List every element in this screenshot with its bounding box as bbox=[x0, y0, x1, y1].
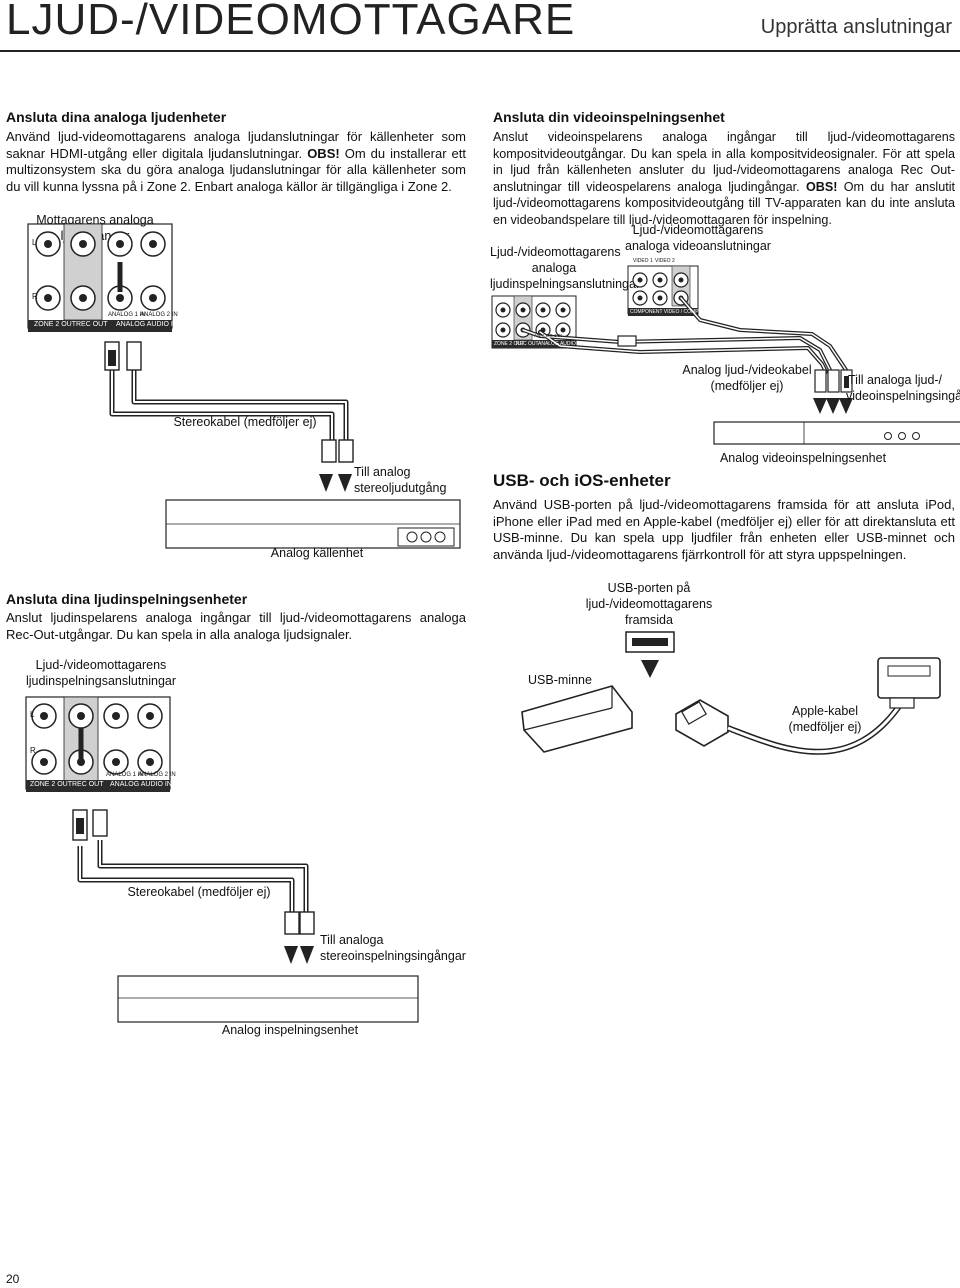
jack-label-r: R bbox=[32, 292, 38, 301]
diagram3-cable-label: Analog ljud-/videokabel (medföljer ej) bbox=[682, 363, 812, 393]
receiver-panel-2 bbox=[25, 696, 171, 792]
diagram4-port-label: USB-porten på ljud-/videomottagarens fra… bbox=[585, 581, 713, 627]
panel3-label-video2: VIDEO 2 bbox=[655, 258, 675, 264]
header-rule bbox=[0, 50, 960, 52]
heading-video-recording: Ansluta din videoinspelningsenhet bbox=[493, 109, 725, 125]
usb-stick bbox=[521, 685, 633, 753]
panel2-label-analog-audio-in: ANALOG AUDIO IN bbox=[110, 781, 172, 788]
panel-label-analog1: ANALOG 1 IN bbox=[108, 312, 146, 318]
analog-recorder-device bbox=[117, 975, 419, 1023]
page-number: 20 bbox=[6, 1272, 20, 1286]
panel-label-zone2: ZONE 2 OUT bbox=[34, 321, 77, 328]
jack-label-l-2: L bbox=[30, 710, 35, 719]
panel3-label-video1: VIDEO 1 bbox=[633, 258, 653, 264]
paragraph-analog-audio: Använd ljud-videomottagarens analoga lju… bbox=[6, 129, 467, 194]
diagram1-to-label: Till analog stereoljudutgång bbox=[354, 465, 447, 495]
receiver-panel-1 bbox=[27, 223, 173, 332]
diagram3-device-label: Analog videoinspelningsenhet bbox=[719, 451, 887, 465]
panel-label-analog2: ANALOG 2 IN bbox=[140, 312, 178, 318]
analog-source-device bbox=[165, 499, 461, 549]
panel3-label-analog-audio-in: ANALOG AUDIO IN bbox=[538, 341, 583, 347]
diagram2-to-label: Till analoga stereoinspelningsingångar bbox=[320, 933, 466, 963]
panel2-label-analog2: ANALOG 2 IN bbox=[138, 772, 176, 778]
heading-usb-ios: USB- och iOS-enheter bbox=[493, 471, 671, 490]
diagram3-to-label: Till analoga ljud-/ videoinspelningsingå… bbox=[846, 373, 960, 403]
paragraph-audio-recording: Anslut ljudinspelarens analoga ingångar … bbox=[6, 610, 466, 642]
diagram2-cable-label: Stereokabel (medföljer ej) bbox=[127, 885, 271, 899]
receiver-video-panel bbox=[627, 265, 699, 316]
diagram3-video-label: Ljud-/videomottagarens analoga videoansl… bbox=[625, 223, 771, 253]
page-title: LJUD-/VIDEOMOTTAGARE bbox=[6, 0, 576, 44]
diagram2-device-label: Analog inspelningsenhet bbox=[221, 1023, 359, 1037]
panel2-label-recout: REC OUT bbox=[72, 781, 104, 788]
panel3-label-component: COMPONENT VIDEO / COMPOSITE bbox=[630, 309, 714, 315]
apple-cable-connector bbox=[675, 657, 941, 755]
heading-audio-recording: Ansluta dina ljudinspelningsenheter bbox=[6, 591, 248, 607]
diagram3-audio-label: Ljud-/videomottagarens analoga ljudinspe… bbox=[490, 245, 641, 291]
panel3-label-recout: REC OUT bbox=[516, 341, 539, 347]
jack-label-r-2: R bbox=[30, 746, 36, 755]
section-title: Upprätta anslutningar bbox=[760, 16, 952, 38]
paragraph-video-recording: Anslut videoinspelarens analoga ingångar… bbox=[493, 130, 955, 227]
panel2-label-analog1: ANALOG 1 IN bbox=[106, 772, 144, 778]
jack-label-l: L bbox=[32, 238, 37, 247]
heading-analog-audio: Ansluta dina analoga ljudenheter bbox=[6, 109, 227, 125]
diagram1-device-label: Analog källenhet bbox=[270, 546, 364, 560]
video-recorder-device bbox=[713, 421, 960, 445]
usb-stick-label: USB-minne bbox=[528, 673, 592, 687]
paragraph-usb-ios: Använd USB-porten på ljud-/videomottagar… bbox=[493, 497, 955, 562]
apple-cable-label: Apple-kabel (medföljer ej) bbox=[788, 704, 862, 734]
diagram1-cable-label: Stereokabel (medföljer ej) bbox=[173, 415, 317, 429]
panel-label-recout: REC OUT bbox=[76, 321, 108, 328]
panel3-label-zone2: ZONE 2 OUT bbox=[494, 341, 525, 347]
panel3-label-analog1: ANALOG 1 IN bbox=[534, 333, 563, 338]
panel-label-analog-audio-in: ANALOG AUDIO IN bbox=[116, 321, 178, 328]
diagram2-receiver-label: Ljud-/videomottagarens ljudinspelningsan… bbox=[25, 658, 177, 688]
panel2-label-zone2: ZONE 2 OUT bbox=[30, 781, 73, 788]
